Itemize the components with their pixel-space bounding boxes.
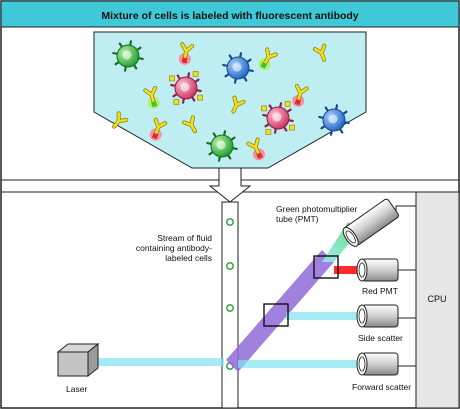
green-pmt-label-line1: Green photomultiplier xyxy=(276,204,357,214)
antibody-icon xyxy=(292,83,309,107)
green-cell xyxy=(206,130,238,162)
header-banner xyxy=(0,0,460,28)
forward-scatter-label: Forward scatter xyxy=(352,382,411,392)
red-pmt-detector xyxy=(356,258,399,282)
side-scatter-beam xyxy=(286,312,362,320)
antibody-icon xyxy=(231,95,246,114)
red-fluorescence-beam xyxy=(334,266,362,274)
blue-cell xyxy=(318,104,350,136)
antibody-icon xyxy=(143,85,160,109)
stream-label-line3: labeled cells xyxy=(165,253,212,263)
antibody-icon xyxy=(149,117,168,141)
green-cell xyxy=(112,40,144,72)
down-arrow xyxy=(208,167,252,203)
laser-source xyxy=(56,342,100,378)
cpu-label: CPU xyxy=(427,294,446,304)
antibody-icon xyxy=(258,47,278,71)
cpu-wires xyxy=(395,205,416,367)
laser-label: Laser xyxy=(66,384,87,394)
cell-mixture-funnel xyxy=(93,31,367,169)
header-title: Mixture of cells is labeled with fluores… xyxy=(101,10,358,22)
antibody-icon xyxy=(112,111,129,129)
forward-scatter-beam xyxy=(238,360,362,368)
cell-mixture xyxy=(112,40,350,162)
side-scatter-label: Side scatter xyxy=(358,333,403,343)
red-pmt-label: Red PMT xyxy=(362,286,398,296)
blue-cell xyxy=(222,52,254,84)
dichroic-mirror-lower xyxy=(263,303,289,327)
antibody-icon xyxy=(182,115,197,134)
pink-cell xyxy=(261,101,295,135)
laser-incident-beam xyxy=(92,358,224,366)
laser-beam-diagonal xyxy=(226,250,334,372)
dichroic-mirror-upper xyxy=(313,255,339,279)
stream-label-line2: containing antibody- xyxy=(136,243,212,253)
green-pmt-detector xyxy=(342,198,399,247)
forward-scatter-detector xyxy=(356,352,399,376)
green-pmt-label-line2: tube (PMT) xyxy=(276,214,319,224)
stream-label-line1: Stream of fluid xyxy=(157,233,212,243)
side-scatter-detector xyxy=(356,304,399,328)
antibody-icon xyxy=(246,137,265,161)
cpu-panel xyxy=(415,191,460,409)
antibody-icon xyxy=(312,43,327,62)
pink-cell xyxy=(169,71,203,105)
antibody-icon xyxy=(178,42,195,65)
